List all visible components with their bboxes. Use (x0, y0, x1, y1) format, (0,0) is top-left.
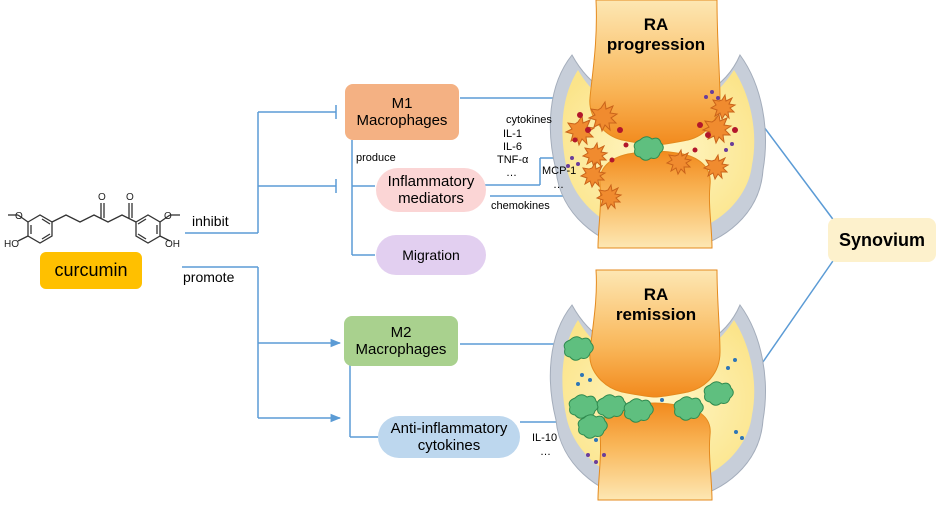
remission-label-line1: RA (644, 285, 669, 304)
curcumin-label: curcumin (40, 252, 142, 289)
chemokine-item: … (553, 179, 564, 191)
migration-node: Migration (376, 235, 486, 275)
connector-lines (182, 94, 836, 438)
m1-line1: M1 (391, 94, 413, 112)
curcumin-structure (8, 203, 180, 244)
produce-label: produce (356, 152, 396, 164)
cytokine-item: TNF-α (497, 154, 529, 166)
carbonyl-o-left: O (98, 192, 106, 203)
remission-label-line2: remission (616, 305, 696, 324)
joint-progression: RA progression (549, 0, 766, 249)
inflammatory-line1: Inflammatory (387, 172, 475, 190)
joint-remission: RA remission (549, 269, 766, 501)
methoxy-o-right: O (164, 211, 172, 222)
carbonyl-o-right: O (126, 192, 134, 203)
progression-label-line1: RA (644, 15, 669, 34)
anti-inflammatory-node: Anti-inflammatory cytokines (378, 416, 520, 458)
cytokine-item: … (506, 167, 517, 179)
inflammatory-line2: mediators (398, 190, 464, 207)
m1-macrophages-node: M1 Macrophages (345, 84, 459, 140)
anti-line2: cytokines (417, 437, 481, 454)
m2-macrophages-node: M2 Macrophages (344, 316, 458, 366)
progression-label-line2: progression (607, 35, 705, 54)
anti-item: … (540, 446, 551, 458)
anti-item: IL-10 (532, 432, 558, 444)
cytokines-heading: cytokines (506, 114, 552, 126)
hydroxyl-left: HO (4, 239, 19, 250)
methoxy-o-left: O (15, 211, 23, 222)
chemokine-item: MCP-1 (542, 165, 577, 177)
cytokine-item: IL-1 (503, 128, 522, 140)
inhibit-label: inhibit (192, 213, 229, 229)
m2-line1: M2 (390, 323, 412, 341)
anti-line1: Anti-inflammatory (390, 419, 508, 437)
synovium-node: Synovium (828, 218, 936, 262)
m1-line2: Macrophages (356, 112, 448, 129)
hydroxyl-right: OH (165, 239, 180, 250)
bone-bottom (597, 150, 713, 249)
cytokine-item: IL-6 (503, 141, 522, 153)
promote-label: promote (183, 269, 235, 285)
chemokines-heading: chemokines (491, 200, 550, 212)
m2-line2: Macrophages (355, 341, 447, 358)
inflammatory-mediators-node: Inflammatory mediators (376, 168, 486, 212)
